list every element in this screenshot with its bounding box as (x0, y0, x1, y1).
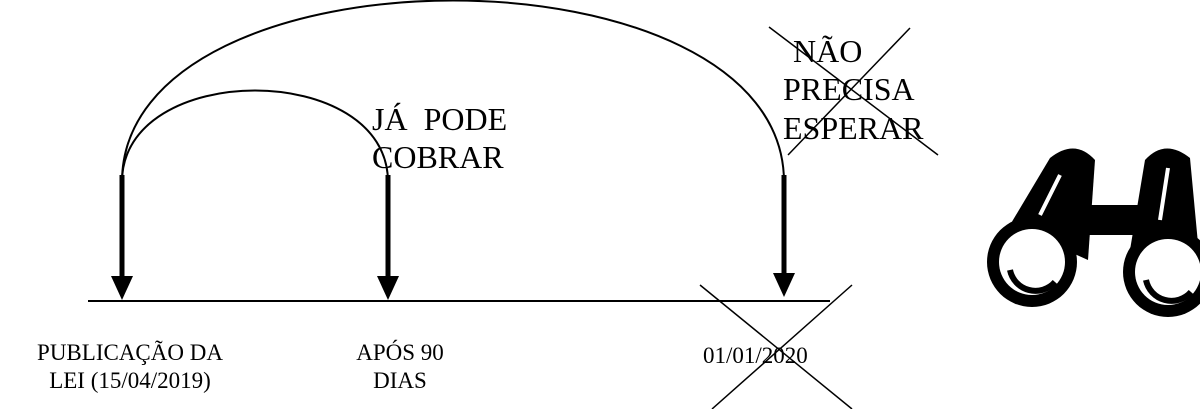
date-label: 01/01/2020 (703, 343, 808, 368)
long-arc (121, 0, 785, 183)
binoculars-icon (987, 148, 1200, 317)
x-mark-icon (699, 284, 853, 410)
no-wait-label: NÃO PRECISA ESPERAR (783, 32, 923, 147)
arrow-publication (111, 175, 133, 300)
publication-line-2: LEI (15/04/2019) (49, 367, 211, 393)
x-mark-icon (768, 26, 939, 156)
no-wait-line-3: ESPERAR (783, 109, 924, 146)
publication-label: PUBLICAÇÃO DA LEI (15/04/2019) (6, 339, 254, 394)
publication-line-1: PUBLICAÇÃO DA (37, 340, 223, 365)
after-90-label: APÓS 90 DIAS (330, 339, 470, 394)
after-90-line-2: DIAS (373, 367, 427, 393)
arrow-date (773, 175, 795, 297)
can-charge-label: JÁ PODE COBRAR (372, 100, 507, 177)
no-wait-line-1: NÃO (793, 33, 863, 69)
after-90-line-1: APÓS 90 (356, 340, 444, 365)
can-charge-line-2: COBRAR (372, 139, 504, 176)
short-arc (121, 89, 389, 183)
no-wait-line-2: PRECISA (783, 71, 915, 108)
arrow-after-90 (377, 175, 399, 300)
can-charge-line-1: JÁ PODE (372, 101, 508, 137)
